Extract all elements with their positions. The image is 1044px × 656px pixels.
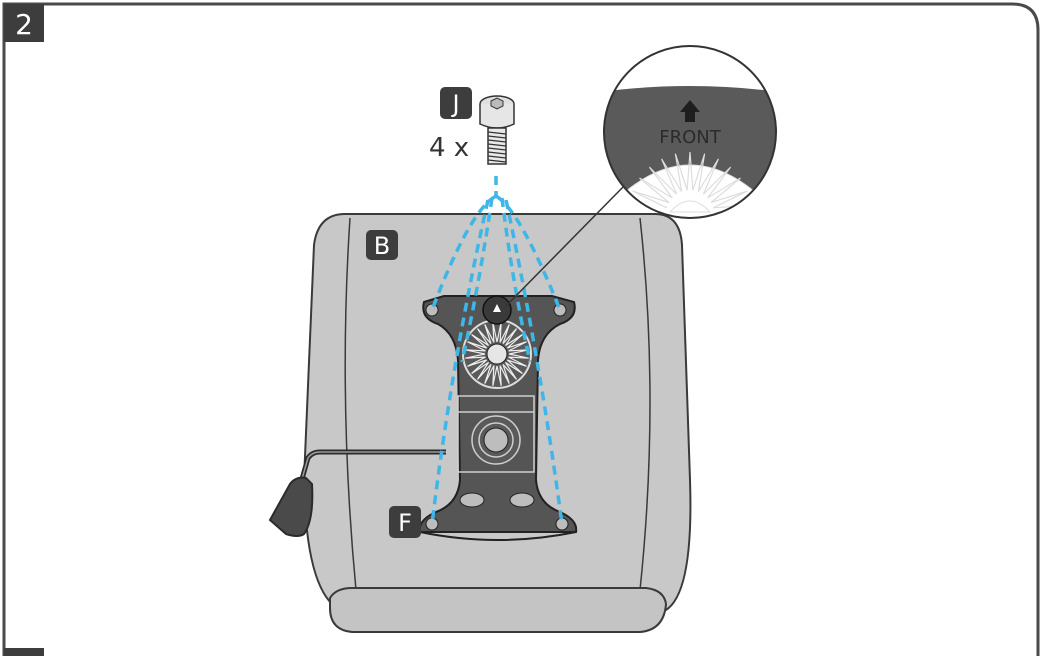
spoke-line [465,353,486,359]
lever-handle-icon [268,449,446,537]
spoke-line [507,341,527,352]
spoke-line [484,324,495,344]
screw-guide-lines [430,176,564,525]
step-badge: 2 [4,4,44,42]
screw-thread [487,135,507,139]
screw-thread [487,159,507,163]
seat-label: B [374,232,390,260]
callout-wheel-spokes [632,151,752,215]
screw-label: J [450,90,459,118]
spoke-line [477,328,492,346]
spoke-line [492,365,498,386]
spoke-line [502,328,517,346]
spoke-line [703,166,732,199]
spoke-line [639,177,673,203]
plate-label: F [398,509,412,537]
screw-quantity: 4 x [429,133,469,163]
spoke-line [505,334,523,349]
spoke-line [467,356,487,367]
spoke-line [496,365,502,386]
spoke-line [686,151,694,191]
step-number: 2 [15,8,33,41]
spoke-line [648,166,677,199]
front-callout: FRONT [604,46,776,218]
spoke-line [477,362,492,380]
screw-label-badge: J [440,87,472,119]
spoke-line [710,190,748,209]
spoke-line [471,334,489,349]
front-arrow-icon [680,100,700,122]
front-label: FRONT [659,127,721,148]
plate-label-badge: F [389,506,421,538]
spoke-line [507,356,527,367]
spoke-line [697,158,719,195]
screw-thread [487,143,507,147]
screw-thread [487,131,507,135]
spoke-line [674,153,688,192]
spoke-line [692,153,706,192]
tilt-knob-icon [471,415,521,465]
spoke-line [484,364,495,384]
spoke-line [508,353,529,359]
spoke-line [661,158,683,195]
next-step-badge-edge [4,648,44,656]
screw-thread [487,155,507,159]
spoke-line [499,364,510,384]
callout-leader [505,185,625,307]
spoke-line [502,362,517,380]
screw-thread [487,147,507,151]
screw-thread [487,139,507,143]
spoke-line [505,359,523,374]
spoke-line [632,190,670,209]
screw-thread [487,151,507,155]
screw-icon [479,95,515,165]
spoke-line [471,359,489,374]
spoke-line [499,324,510,344]
spoke-line [707,177,741,203]
seat-label-badge: B [366,230,398,260]
callout-ring [603,45,777,219]
spoke-line [467,341,487,352]
